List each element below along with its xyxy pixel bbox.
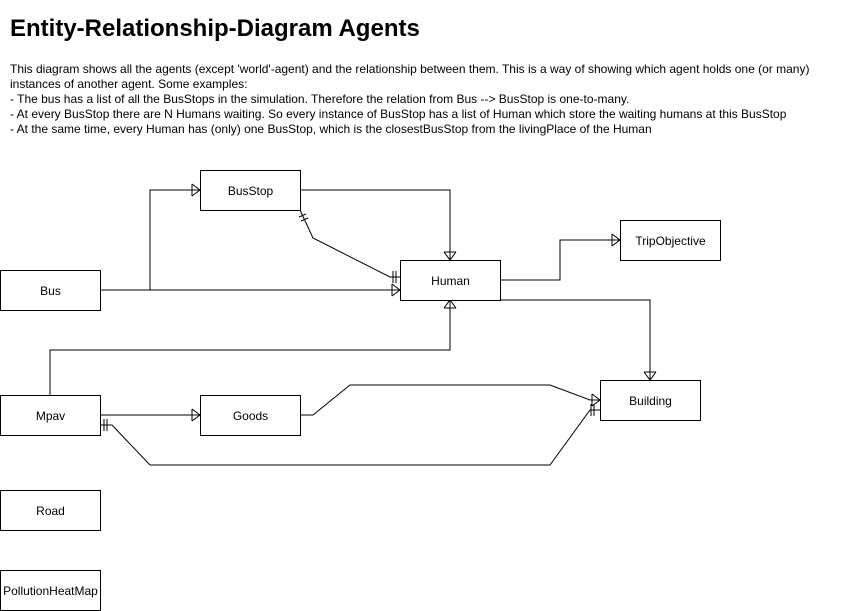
entity-mpav[interactable]: Mpav (0, 395, 101, 436)
mark-one-building (590, 404, 595, 416)
entity-pollutionheatmap[interactable]: PollutionHeatMap (0, 570, 101, 611)
entity-tripobjective[interactable]: TripObjective (620, 220, 721, 261)
description-intro: This diagram shows all the agents (excep… (10, 62, 810, 91)
connector-goods-building (300, 384, 600, 416)
entity-road[interactable]: Road (0, 490, 101, 531)
connector-human-building (500, 299, 651, 380)
description-example-busstop: - At every BusStop there are N Humans wa… (10, 107, 787, 121)
connector-human-tripobjective (500, 239, 620, 281)
page-title: Entity-Relationship-Diagram Agents (10, 15, 420, 42)
connector-building-mpav (101, 409, 600, 466)
mark-one-busstop (298, 213, 309, 222)
description-example-human: - At the same time, every Human has (onl… (10, 122, 652, 136)
connector-mpav-human (49, 300, 451, 395)
mark-one-human-from-busstop (392, 271, 397, 283)
connector-bus-busstop (101, 189, 200, 291)
description-example-bus: - The bus has a list of all the BusStops… (10, 92, 630, 106)
entity-human[interactable]: Human (400, 260, 501, 301)
entity-busstop[interactable]: BusStop (200, 170, 301, 211)
entity-bus[interactable]: Bus (0, 270, 101, 311)
connector-human-busstop-one (299, 209, 400, 278)
mark-one-mpav (103, 419, 108, 431)
entity-goods[interactable]: Goods (200, 395, 301, 436)
entity-building[interactable]: Building (600, 380, 701, 421)
description: This diagram shows all the agents (excep… (10, 62, 835, 137)
connector-busstop-human-many (300, 189, 451, 260)
